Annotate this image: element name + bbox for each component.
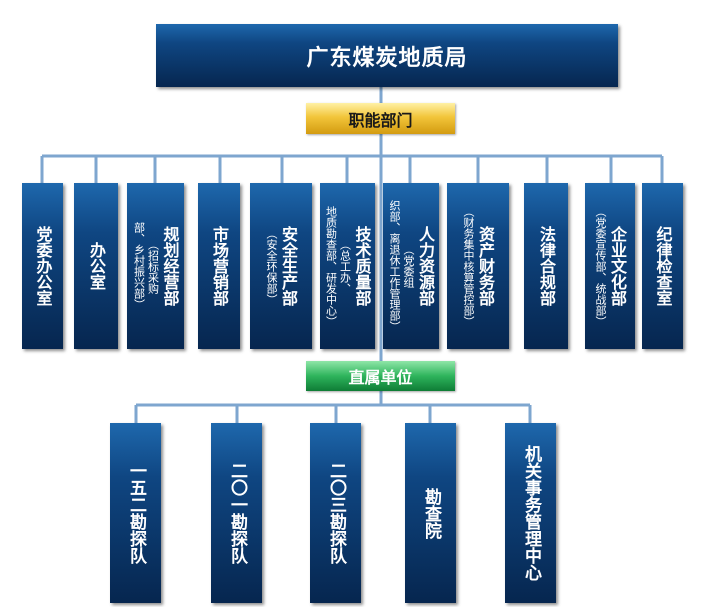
dept-name: 企业文化部 bbox=[608, 226, 627, 306]
unit-survey-institute: 勘查院 bbox=[405, 423, 456, 603]
dept-name: 安全生产部 bbox=[279, 226, 298, 306]
unit-name: 二〇一勘探队 bbox=[227, 462, 247, 564]
dept-technology: 技术质量部 （总工办、 地质勘查部、研发中心） bbox=[320, 183, 375, 349]
functional-departments-label: 职能部门 bbox=[306, 103, 455, 134]
dept-note: （党委宣传部、统战部） bbox=[594, 205, 607, 327]
dept-safety: 安全生产部 （安全环保部） bbox=[250, 183, 312, 349]
dept-name: 纪律检查室 bbox=[653, 226, 673, 306]
dept-note: （总工办、 bbox=[338, 238, 352, 294]
dept-name: 资产财务部 bbox=[476, 226, 495, 306]
dept-note: 织部、离退休工作管理部） bbox=[388, 200, 401, 332]
unit-affairs-center: 机关事务管理中心 bbox=[505, 423, 556, 603]
dept-legal: 法律合规部 bbox=[524, 183, 568, 349]
dept-name: 规划经营部 bbox=[160, 226, 180, 306]
unit-name: 机关事务管理中心 bbox=[521, 445, 541, 581]
dept-name: 市场营销部 bbox=[210, 226, 229, 306]
unit-name: 一五二勘探队 bbox=[126, 462, 146, 564]
unit-203-team: 二〇三勘探队 bbox=[310, 423, 361, 603]
functional-departments-text: 职能部门 bbox=[348, 110, 413, 130]
dept-note: （招标采购 bbox=[146, 238, 160, 294]
dept-name: 党委办公室 bbox=[33, 226, 53, 306]
direct-units-label: 直属单位 bbox=[306, 361, 455, 391]
dept-finance: 资产财务部 （财务集中核算管控部） bbox=[447, 183, 509, 349]
org-title-box: 广东煤炭地质局 bbox=[156, 24, 618, 87]
dept-discipline: 纪律检查室 bbox=[642, 183, 683, 349]
dept-culture: 企业文化部 （党委宣传部、统战部） bbox=[585, 183, 635, 349]
dept-name: 技术质量部 bbox=[352, 226, 372, 306]
dept-note: 部、乡村振兴部） bbox=[132, 222, 146, 310]
dept-hr: 人力资源部 （党委组 织部、离退休工作管理部） bbox=[383, 183, 439, 349]
org-title: 广东煤炭地质局 bbox=[306, 45, 468, 71]
unit-name: 勘查院 bbox=[421, 487, 441, 539]
dept-planning: 规划经营部 （招标采购 部、乡村振兴部） bbox=[127, 183, 184, 349]
dept-marketing: 市场营销部 bbox=[198, 183, 240, 349]
direct-units-text: 直属单位 bbox=[348, 368, 413, 387]
dept-general-office: 办公室 bbox=[74, 183, 118, 349]
dept-note: 地质勘查部、研发中心） bbox=[324, 205, 338, 327]
dept-note: （安全环保部） bbox=[265, 227, 278, 305]
unit-201-team: 二〇一勘探队 bbox=[211, 423, 262, 603]
unit-152-team: 一五二勘探队 bbox=[110, 423, 161, 603]
dept-note: （党委组 bbox=[402, 244, 415, 288]
dept-note: （财务集中核算管控部） bbox=[462, 205, 475, 327]
dept-name: 办公室 bbox=[87, 242, 106, 290]
dept-party-office: 党委办公室 bbox=[22, 183, 63, 349]
dept-name: 人力资源部 bbox=[416, 226, 435, 306]
dept-name: 法律合规部 bbox=[537, 226, 556, 306]
unit-name: 二〇三勘探队 bbox=[326, 462, 346, 564]
